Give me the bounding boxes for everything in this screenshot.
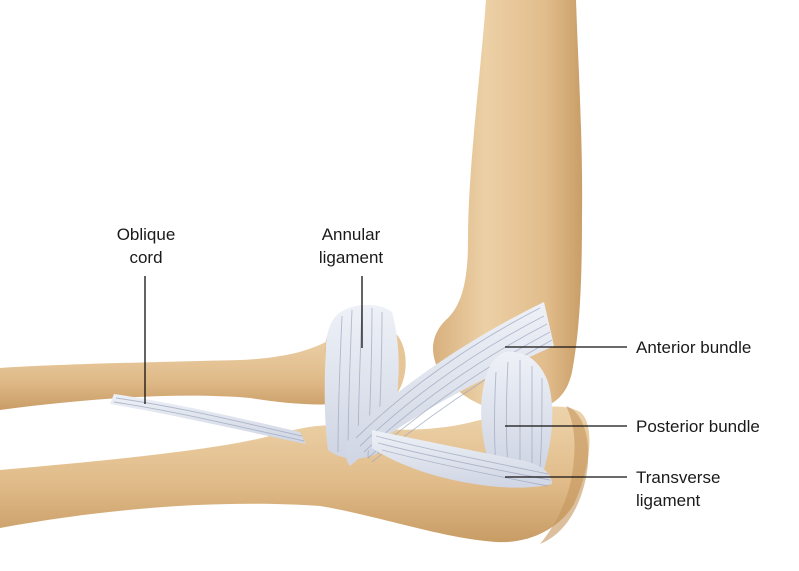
transverse-ligament-label-line2: ligament <box>636 491 701 510</box>
anterior-bundle-label: Anterior bundle <box>636 338 751 357</box>
transverse-ligament-label-line1: Transverse <box>636 468 720 487</box>
oblique-cord-label-line2: cord <box>129 248 162 267</box>
annular-ligament-label-line1: Annular <box>322 225 381 244</box>
posterior-bundle-label: Posterior bundle <box>636 417 760 436</box>
oblique-cord-label-line1: Oblique <box>117 225 176 244</box>
radius-bone <box>0 334 381 410</box>
annular-ligament-label-line2: ligament <box>319 248 384 267</box>
